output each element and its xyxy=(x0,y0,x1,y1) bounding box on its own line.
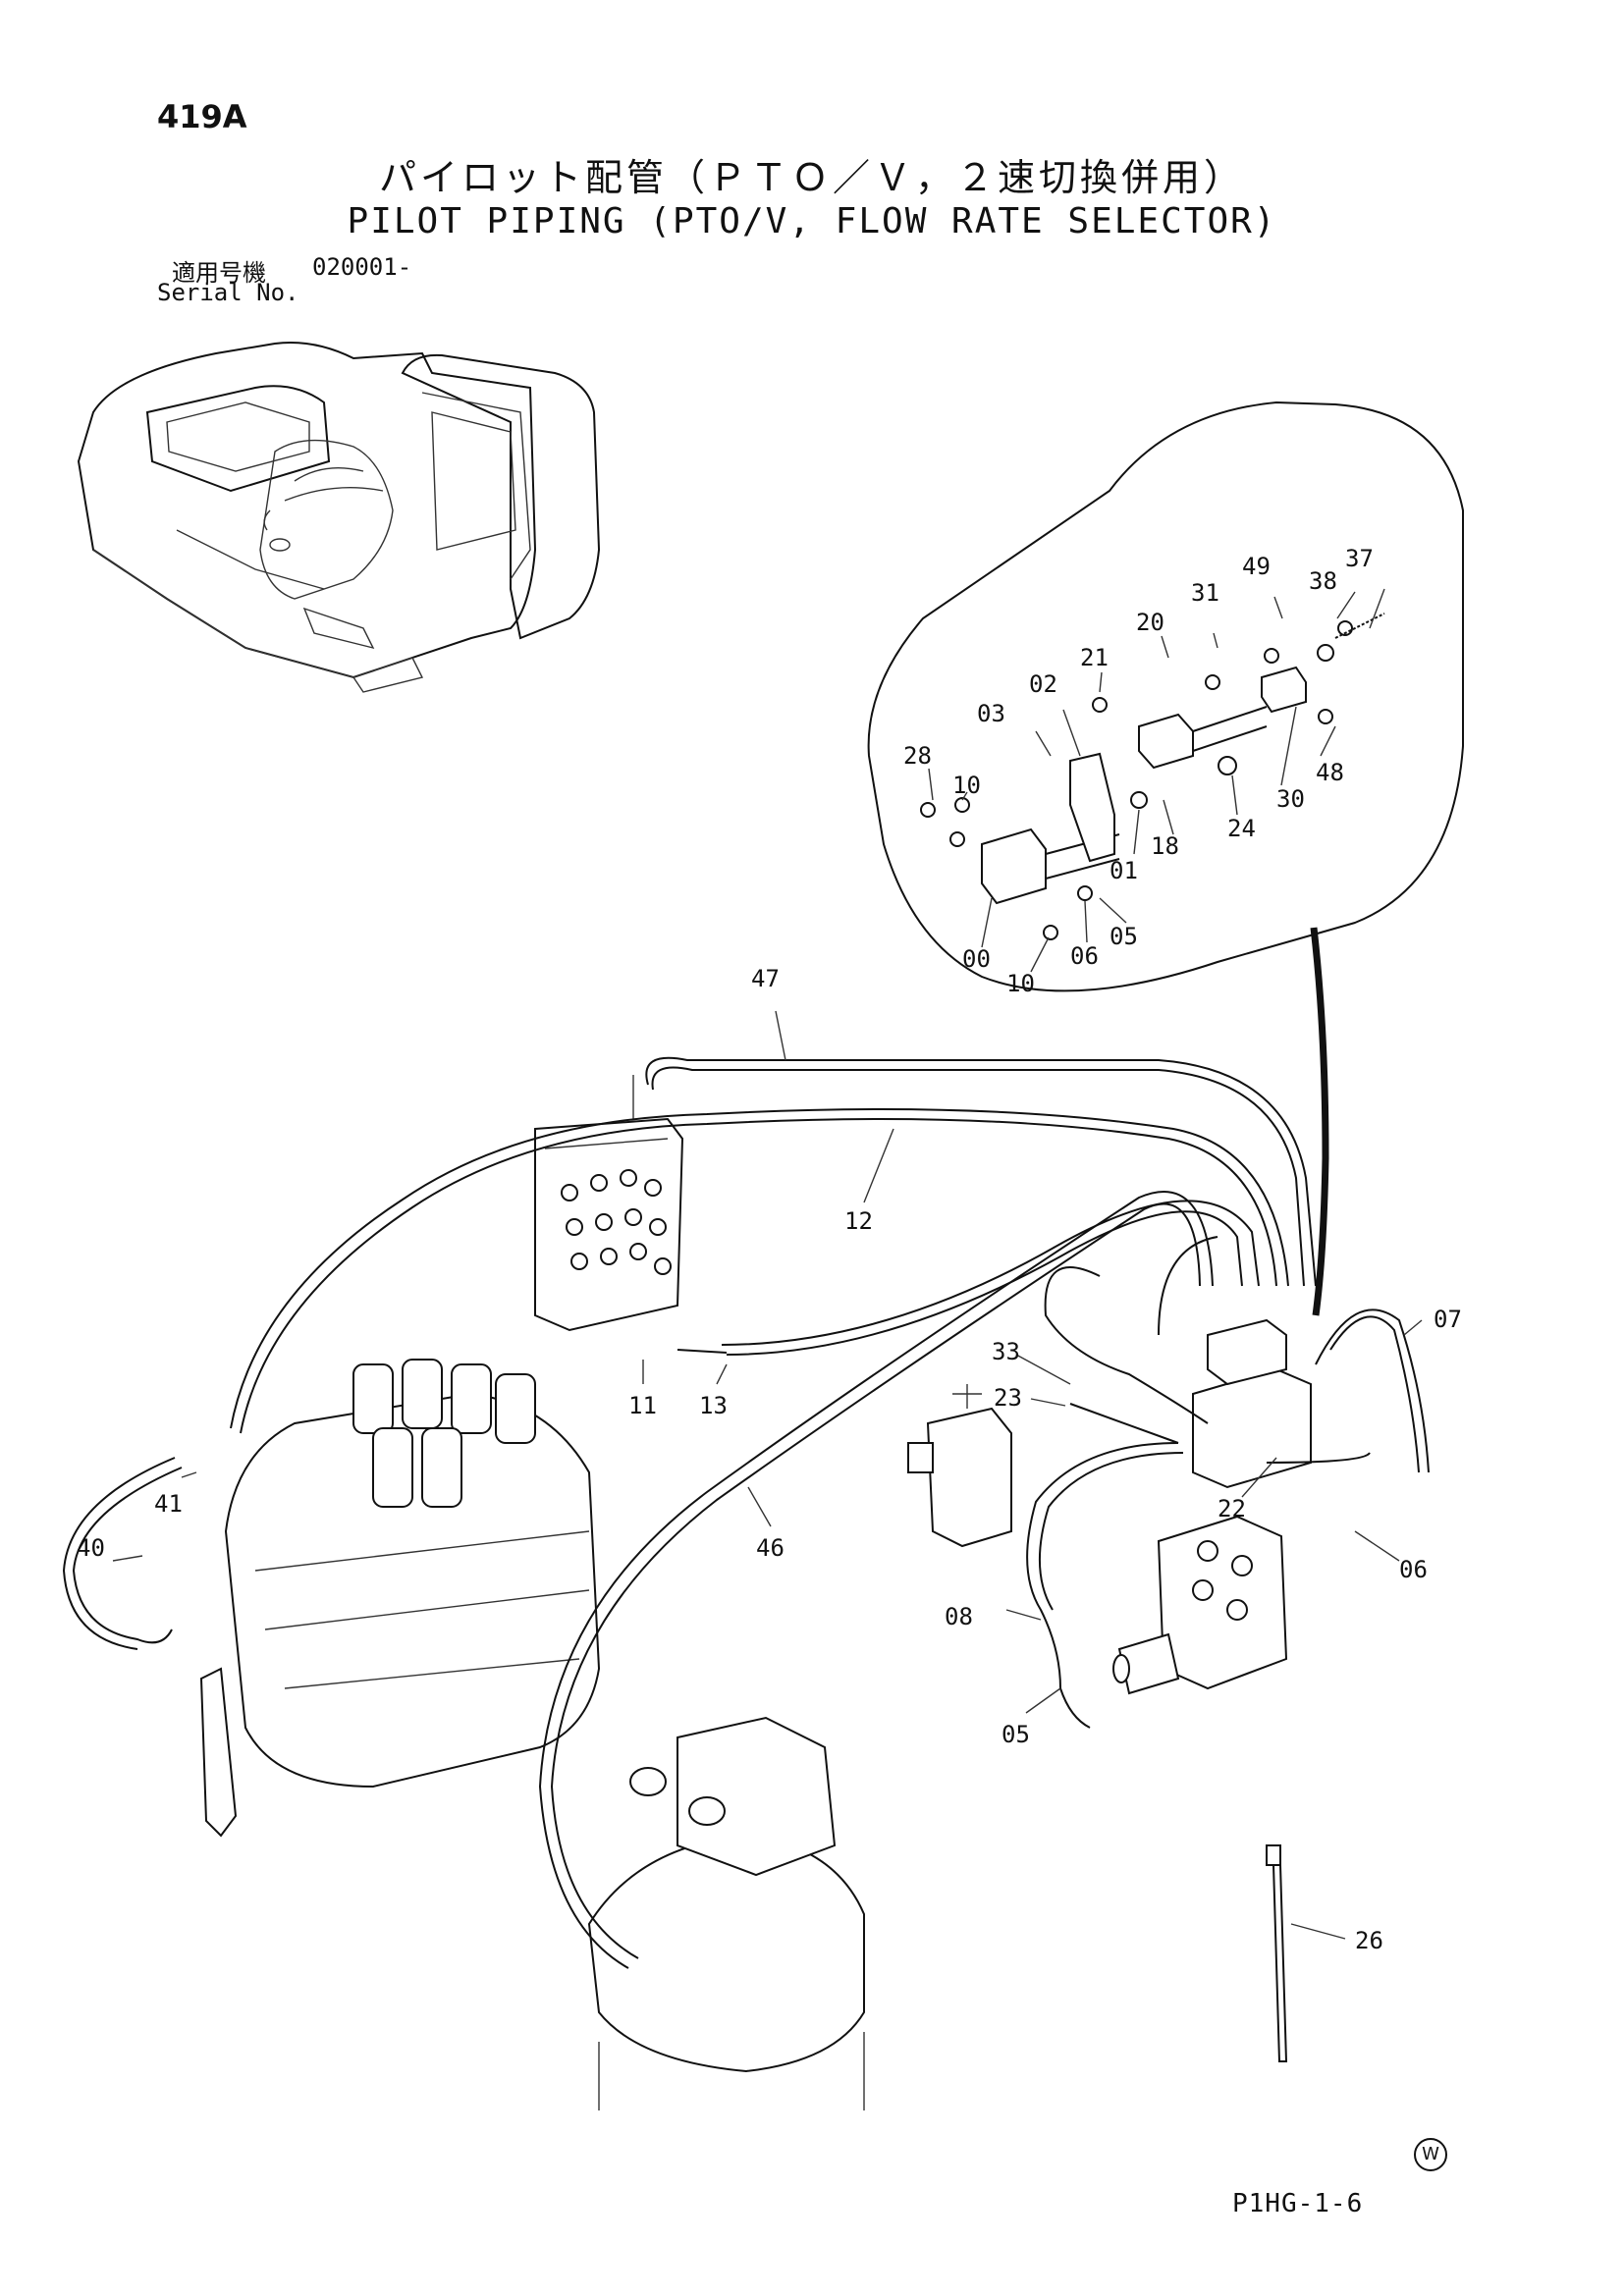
part-label-24: 24 xyxy=(1227,815,1256,842)
serial-label-japanese: 適用号機 xyxy=(172,259,266,287)
part-number-labels: 49 38 37 31 20 21 02 03 28 10 24 30 48 1… xyxy=(77,545,1462,1954)
part-label-11: 11 xyxy=(628,1392,657,1419)
part-label-48: 48 xyxy=(1316,759,1344,786)
part-label-10b: 10 xyxy=(1006,970,1035,997)
title-japanese: パイロット配管（ＰＴＯ／Ｖ，２速切換併用） xyxy=(378,156,1245,199)
part-label-23: 23 xyxy=(994,1384,1022,1412)
w-circle-mark: W xyxy=(1414,2138,1447,2171)
serial-value: 020001- xyxy=(312,253,412,281)
part-label-28: 28 xyxy=(903,742,932,770)
title-english: PILOT PIPING (PTO/V, FLOW RATE SELECTOR) xyxy=(347,201,1277,241)
part-label-06: 06 xyxy=(1070,942,1099,970)
part-label-41: 41 xyxy=(154,1490,183,1518)
part-label-33: 33 xyxy=(992,1338,1020,1365)
manifold-block xyxy=(1192,1318,1312,1489)
part-label-08: 08 xyxy=(945,1603,973,1630)
part-label-02: 02 xyxy=(1029,670,1057,698)
part-label-37: 37 xyxy=(1345,545,1374,572)
part-label-30: 30 xyxy=(1276,785,1305,813)
excavator-overview-illustration xyxy=(77,342,601,693)
part-label-22: 22 xyxy=(1218,1495,1246,1522)
part-label-12: 12 xyxy=(844,1207,873,1235)
detail-bubble xyxy=(867,400,1464,1316)
part-label-40: 40 xyxy=(77,1534,105,1562)
part-label-18: 18 xyxy=(1151,832,1179,860)
cable-tie xyxy=(1266,1844,1288,2062)
hoses xyxy=(62,1056,1430,1969)
page-number: 419A xyxy=(157,98,247,135)
part-label-47: 47 xyxy=(751,965,780,992)
serial-label-english: Serial No. xyxy=(157,279,299,306)
part-label-03: 03 xyxy=(977,700,1005,727)
part-label-10: 10 xyxy=(952,772,981,799)
pilot-valve-block xyxy=(534,1075,684,1332)
part-label-05: 05 xyxy=(1110,923,1138,950)
part-label-31: 31 xyxy=(1191,579,1219,607)
control-valve xyxy=(199,1359,601,1838)
swing-motor xyxy=(587,1716,865,2110)
solenoid-valve xyxy=(907,1384,1012,1548)
part-label-46: 46 xyxy=(756,1534,785,1562)
valve-block-assembly xyxy=(920,613,1385,940)
part-label-00: 00 xyxy=(962,945,991,973)
part-label-05b: 05 xyxy=(1001,1721,1030,1748)
part-label-13: 13 xyxy=(699,1392,728,1419)
part-label-26: 26 xyxy=(1355,1927,1383,1954)
footer-code: P1HG-1-6 xyxy=(1232,2189,1364,2218)
part-label-07: 07 xyxy=(1434,1306,1462,1333)
part-label-49: 49 xyxy=(1242,553,1271,580)
leader-lines xyxy=(112,588,1423,1940)
flow-rate-selector-valve xyxy=(1112,1515,1288,1695)
part-label-01: 01 xyxy=(1110,857,1138,884)
part-label-06b: 06 xyxy=(1399,1556,1428,1583)
part-label-21: 21 xyxy=(1080,644,1109,671)
part-label-20: 20 xyxy=(1136,609,1164,636)
part-label-38: 38 xyxy=(1309,567,1337,595)
